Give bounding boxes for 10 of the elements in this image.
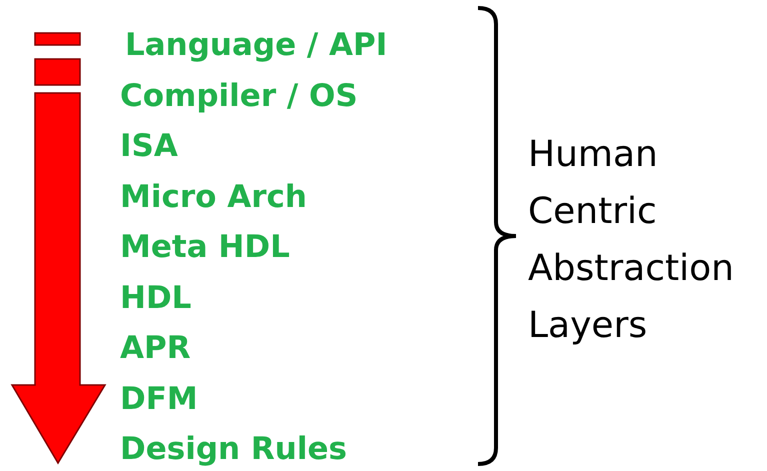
- layer-label: DFM: [120, 380, 198, 416]
- bracket-label: Human Centric Abstraction Layers: [528, 133, 735, 348]
- layer-label: Compiler / OS: [120, 78, 358, 114]
- layer-label: HDL: [120, 280, 192, 316]
- layer-label: Language / API: [125, 27, 388, 63]
- layer-label: ISA: [120, 128, 178, 164]
- layer-label: Meta HDL: [120, 229, 290, 265]
- layer-label: Design Rules: [120, 431, 347, 467]
- layer-label: Micro Arch: [120, 178, 307, 214]
- layer-label: APR: [120, 330, 191, 366]
